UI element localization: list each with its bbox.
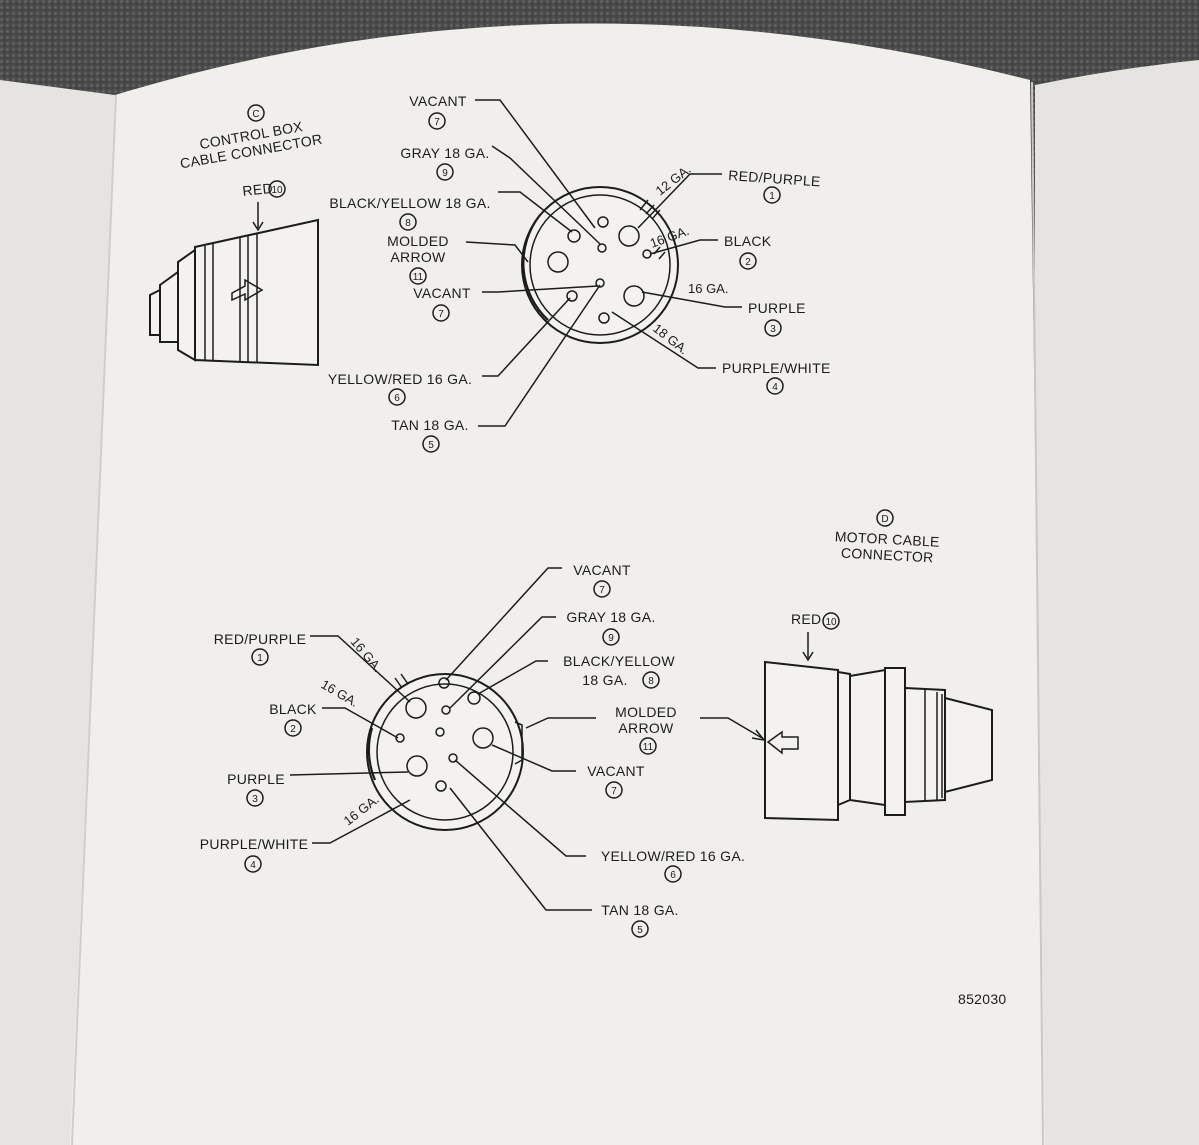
d-tan: TAN 18 GA. xyxy=(601,902,678,918)
control-box-letter: C xyxy=(252,109,259,120)
d-gray: GRAY 18 GA. xyxy=(566,609,655,625)
control-box-labels: VACANT 7 GRAY 18 GA. 9 BLACK/YELLOW 18 G… xyxy=(328,93,831,453)
d-molded-1: MOLDED xyxy=(615,704,677,720)
c-vacant-mid: VACANT xyxy=(413,285,471,301)
c-purple-num: 3 xyxy=(770,324,776,335)
d-tan-num: 5 xyxy=(637,925,643,936)
d-vacant-top: VACANT xyxy=(573,562,631,578)
c-purple-white: PURPLE/WHITE xyxy=(722,360,831,376)
d-vacant-mid-num: 7 xyxy=(611,786,617,797)
c-vacant-top: VACANT xyxy=(409,93,467,109)
motor-title-line1: MOTOR CABLE xyxy=(834,528,940,549)
c-gray-num: 9 xyxy=(442,168,448,179)
d-purple-num: 3 xyxy=(252,794,258,805)
figure-number: 852030 xyxy=(958,991,1007,1007)
c-purple-white-num: 4 xyxy=(772,382,778,393)
d-black-yellow-2: 18 GA. xyxy=(582,672,627,688)
d-red-purple-num: 1 xyxy=(257,653,263,664)
d-purple-white: PURPLE/WHITE xyxy=(200,836,309,852)
c-black: BLACK xyxy=(724,233,772,249)
c-molded-1: MOLDED xyxy=(387,233,449,249)
c-tan-num: 5 xyxy=(428,440,434,451)
motor-labels: VACANT 7 GRAY 18 GA. 9 BLACK/YELLOW 18 G… xyxy=(200,562,766,938)
motor-connector-face xyxy=(366,673,524,831)
motor-red-label: RED xyxy=(791,611,821,627)
d-black-num: 2 xyxy=(290,724,296,735)
d-black: BLACK xyxy=(269,701,317,717)
c-tan: TAN 18 GA. xyxy=(391,417,468,433)
c-black-yellow-num: 8 xyxy=(405,218,411,229)
d-molded-num: 11 xyxy=(643,742,654,753)
control-box-red-label: RED xyxy=(242,180,274,199)
c-red-purple-num: 1 xyxy=(769,191,775,202)
control-box-red-num: 10 xyxy=(271,185,283,196)
c-vacant-mid-num: 7 xyxy=(438,309,444,320)
c-red-purple: RED/PURPLE xyxy=(728,167,821,189)
c-vacant-top-num: 7 xyxy=(434,117,440,128)
d-molded-2: ARROW xyxy=(618,720,674,736)
motor-title-line2: CONNECTOR xyxy=(841,545,934,566)
c-black-yellow: BLACK/YELLOW 18 GA. xyxy=(329,195,490,211)
motor-letter: D xyxy=(881,514,888,525)
d-purple: PURPLE xyxy=(227,771,285,787)
right-page xyxy=(1035,60,1199,1145)
d-red-purple: RED/PURPLE xyxy=(214,631,306,647)
d-gray-num: 9 xyxy=(608,633,614,644)
c-molded-2: ARROW xyxy=(390,249,446,265)
d-purple-white-num: 4 xyxy=(250,860,256,871)
d-black-yellow-num: 8 xyxy=(648,676,654,687)
c-yellow-red-num: 6 xyxy=(394,393,400,404)
d-yellow-red-num: 6 xyxy=(670,870,676,881)
c-black-num: 2 xyxy=(745,257,751,268)
motor-red-num: 10 xyxy=(825,617,837,628)
c-purple: PURPLE xyxy=(748,300,806,316)
d-vacant-top-num: 7 xyxy=(599,585,605,596)
d-black-yellow-1: BLACK/YELLOW xyxy=(563,653,675,669)
d-yellow-red: YELLOW/RED 16 GA. xyxy=(601,848,745,864)
main-page xyxy=(70,23,1045,1145)
c-molded-num: 11 xyxy=(413,272,424,283)
c-yellow-red: YELLOW/RED 16 GA. xyxy=(328,371,472,387)
c-ga-16b: 16 GA. xyxy=(688,281,728,296)
d-vacant-mid: VACANT xyxy=(587,763,645,779)
c-gray: GRAY 18 GA. xyxy=(400,145,489,161)
motor-cable-connector: D MOTOR CABLE CONNECTOR RED 10 xyxy=(764,509,993,822)
